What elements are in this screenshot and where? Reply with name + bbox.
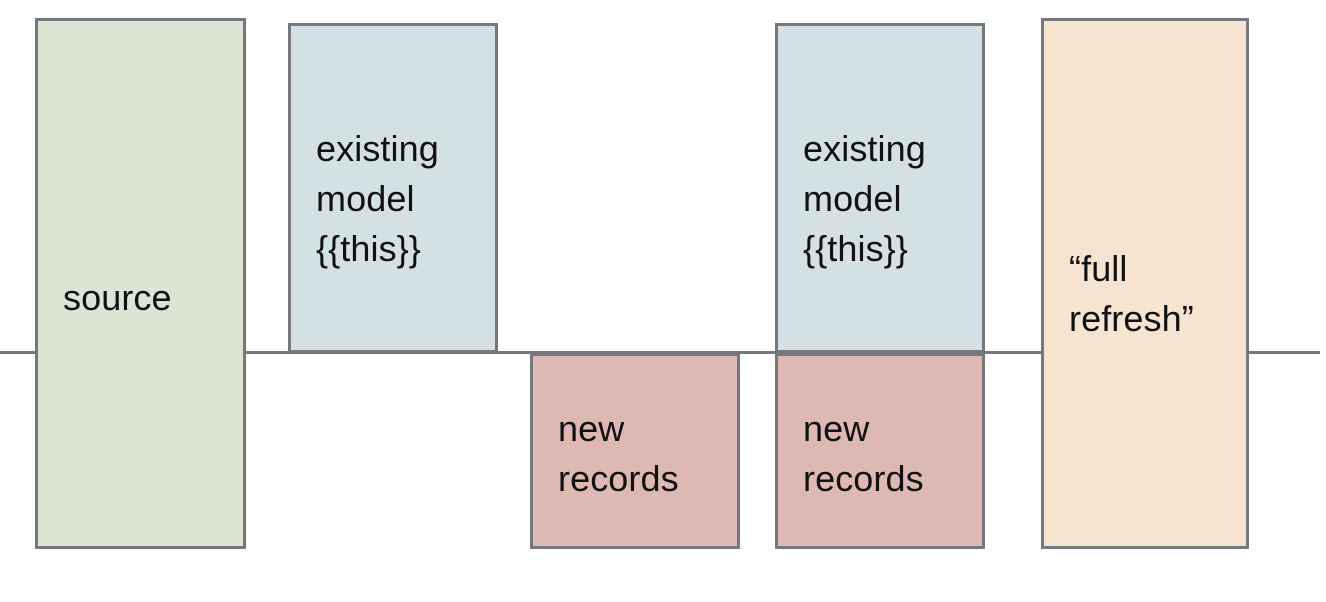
horizontal-divider-line (0, 351, 1320, 354)
source-box[interactable]: source (35, 18, 246, 549)
new-records-box-2-label: new records (803, 408, 924, 499)
full-refresh-box[interactable]: “full refresh” (1041, 18, 1249, 549)
new-records-box-1[interactable]: new records (530, 353, 740, 549)
existing-model-box-1-label: existing model {{this}} (316, 128, 439, 269)
new-records-box-1-label: new records (558, 408, 679, 499)
existing-model-box-1[interactable]: existing model {{this}} (288, 23, 498, 353)
full-refresh-box-label: “full refresh” (1069, 248, 1194, 339)
new-records-box-2[interactable]: new records (775, 353, 985, 549)
existing-model-box-2-label: existing model {{this}} (803, 128, 926, 269)
source-box-label: source (63, 277, 172, 318)
existing-model-box-2[interactable]: existing model {{this}} (775, 23, 985, 353)
